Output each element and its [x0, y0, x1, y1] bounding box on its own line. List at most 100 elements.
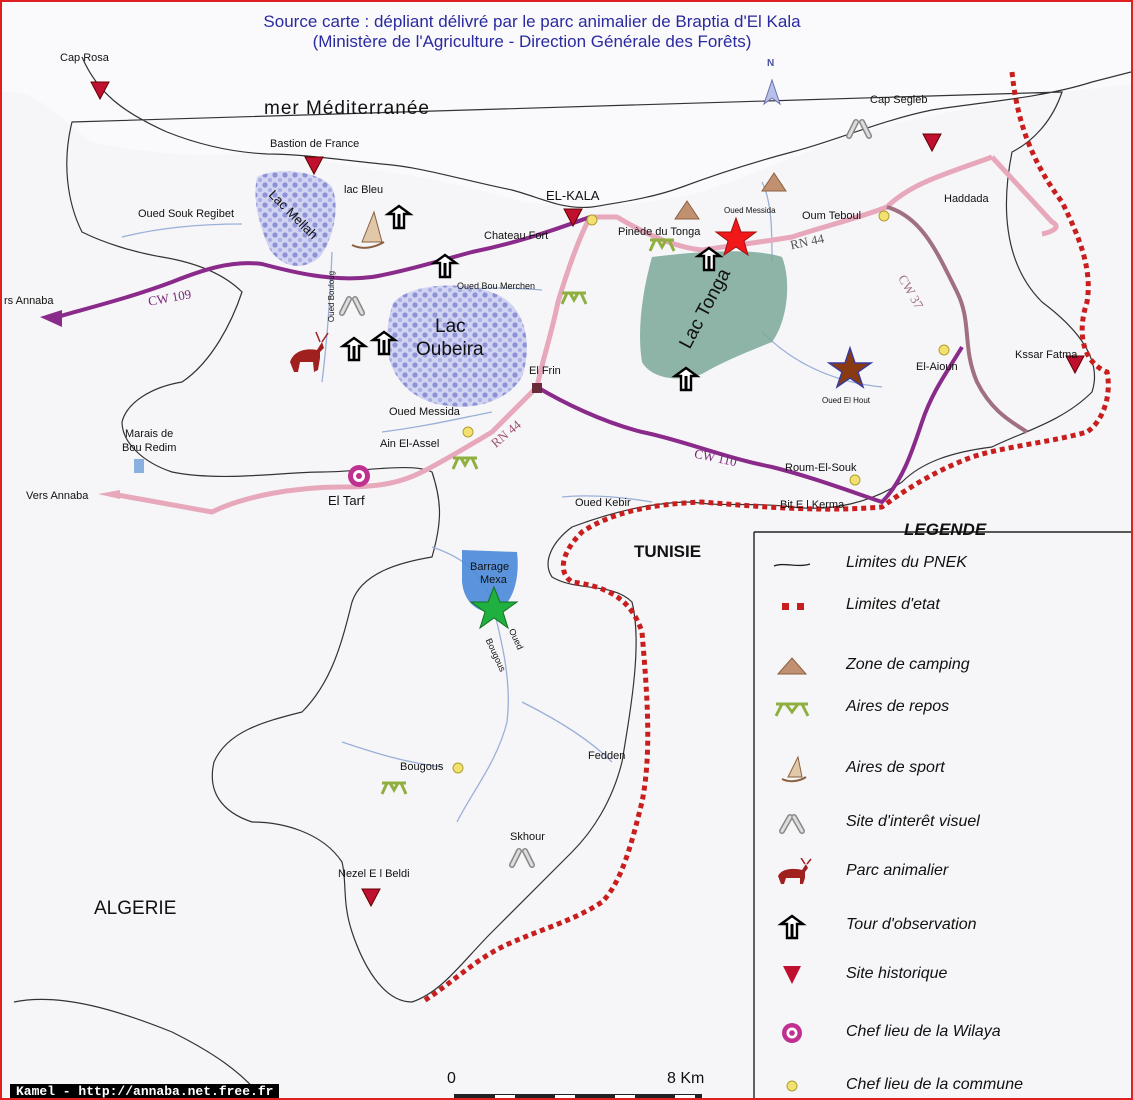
legend-item-park-boundary: Limites du PNEK — [754, 548, 1131, 580]
road-cw37 — [886, 205, 1029, 434]
label-vers-annaba-north: rs Annaba — [4, 295, 54, 307]
label-oued-bouloug: Oued Bouloug — [327, 270, 337, 323]
observation-tower-icon — [777, 914, 807, 940]
north-arrow-icon — [763, 78, 781, 106]
legend-item-visual: Site d'interêt visuel — [754, 807, 1131, 839]
label-bastion-de-france: Bastion de France — [270, 138, 360, 150]
label-nezel-el-beldi: Nezel E l Beldi — [338, 868, 410, 880]
park-boundary-line-icon — [773, 563, 811, 567]
legend-panel: LEGENDE Limites du PNEK Limites d'etat Z… — [754, 518, 1131, 1098]
scale-bar — [454, 1094, 702, 1098]
label-bit-el-kerma: Bit E l Kerma — [780, 499, 845, 511]
label-oued-kebir: Oued Kebir — [575, 497, 631, 509]
label-chateau-fort: Chateau Fort — [484, 230, 549, 242]
windsurf-sport-icon — [351, 210, 385, 249]
state-border-dashed-icon — [782, 603, 804, 610]
label-vers-annaba: Vers Annaba — [26, 490, 89, 502]
legend-item-historic: Site historique — [754, 959, 1131, 991]
legend-label: Limites du PNEK — [846, 554, 967, 571]
label-marais-line-2: Bou Redim — [122, 442, 177, 454]
label-mer-mediterranee: mer Méditerranée — [264, 98, 430, 119]
source-line-2: (Ministère de l'Agriculture - Direction … — [312, 32, 752, 51]
source-line-1: Source carte : dépliant délivré par le p… — [263, 12, 801, 31]
brown-star-marker — [826, 345, 874, 389]
label-oued-messida-south: Oued Messida — [389, 406, 460, 418]
state-border — [420, 71, 1111, 1005]
windsurf-sport-icon — [781, 755, 807, 783]
legend-item-sport: Aires de sport — [754, 753, 1131, 785]
rest-area-icon — [774, 702, 810, 717]
label-oued-bou-merchen: Oued Bou Merchen — [457, 281, 536, 291]
label-cap-segleb: Cap Segleb — [870, 94, 928, 106]
legend-title: LEGENDE — [904, 520, 987, 539]
legend-label: Zone de camping — [846, 656, 970, 673]
commune-capital-dot-icon — [786, 1080, 798, 1092]
label-tunisie: TUNISIE — [634, 542, 702, 561]
marais-shape — [134, 459, 144, 473]
label-skhour: Skhour — [510, 831, 545, 843]
legend-item-wilaya: Chef lieu de la Wilaya — [754, 1017, 1131, 1049]
label-haddada: Haddada — [944, 193, 989, 205]
label-barrage-line-1: Barrage — [470, 561, 510, 573]
deer-icon — [778, 858, 812, 884]
legend-label: Parc animalier — [846, 862, 949, 879]
legend-label: Aires de repos — [846, 698, 950, 715]
legend-label: Chef lieu de la Wilaya — [846, 1023, 1001, 1040]
scale-start: 0 — [447, 1070, 456, 1087]
legend-item-state-border: Limites d'etat — [754, 590, 1131, 622]
legend-item-rest: Aires de repos — [754, 692, 1131, 724]
binoculars-icon — [779, 814, 805, 834]
label-roum-el-souk: Roum-El-Souk — [785, 462, 857, 474]
legend-label: Limites d'etat — [846, 596, 940, 613]
label-el-kala: EL-KALA — [546, 188, 600, 203]
legend-item-commune: Chef lieu de la commune — [754, 1070, 1131, 1098]
label-marais-line-1: Marais de — [125, 428, 174, 440]
road-rn44 — [111, 154, 1059, 515]
legend-item-camping: Zone de camping — [754, 650, 1131, 682]
camping-tent-icon — [776, 657, 808, 675]
historic-site-triangle-icon — [783, 966, 801, 984]
lac-mellah-shape — [255, 171, 336, 266]
lac-oubeira-shape — [387, 285, 527, 407]
label-barrage-line-2: Mexa — [480, 574, 507, 586]
legend-item-tower: Tour d'observation — [754, 910, 1131, 942]
label-el-tarf: El Tarf — [328, 493, 365, 508]
red-star-marker — [714, 216, 758, 257]
barrage-mexa-shape — [462, 550, 518, 613]
scale-end: 8 Km — [667, 1070, 705, 1087]
legend-item-animal-park: Parc animalier — [754, 856, 1131, 888]
label-pinede-du-tonga: Pinède du Tonga — [618, 226, 701, 238]
label-ain-el-assel: Ain El-Assel — [380, 438, 440, 450]
legend-label: Site historique — [846, 965, 948, 982]
label-lac-oubeira-1: Lac — [435, 316, 466, 337]
legend-label: Tour d'observation — [846, 916, 977, 933]
legend-label: Chef lieu de la commune — [846, 1076, 1023, 1093]
source-caption: Source carte : dépliant délivré par le p… — [2, 12, 1062, 52]
wilaya-capital-ring-icon — [782, 1023, 802, 1043]
green-star-marker — [469, 585, 519, 630]
label-algerie: ALGERIE — [94, 898, 177, 919]
label-el-aioun: El-Aioun — [916, 361, 958, 373]
lac-tonga-shape — [640, 251, 788, 379]
legend-label: Aires de sport — [846, 759, 945, 776]
park-boundary — [66, 56, 1131, 1003]
road-cw — [56, 215, 964, 504]
label-lac-bleu: lac Bleu — [344, 184, 384, 196]
label-oum-teboul: Oum Teboul — [802, 210, 862, 222]
label-lac-oubeira-2: Oubeira — [416, 339, 484, 360]
label-bougous: Bougous — [400, 761, 444, 773]
label-north: N — [767, 58, 775, 69]
label-oued-el-hout: Oued El Hout — [822, 396, 871, 405]
label-el-frin: El Frin — [529, 365, 561, 377]
deer-icon — [290, 331, 329, 372]
label-cap-rosa: Cap Rosa — [60, 52, 109, 64]
rivers — [121, 181, 883, 823]
legend-label: Site d'interêt visuel — [846, 813, 980, 830]
label-oued-messida-north: Oued Messida — [724, 206, 776, 215]
label-fedden: Fedden — [588, 750, 626, 762]
label-oued-souk-regibet: Oued Souk Regibet — [138, 208, 235, 220]
wilaya-capital-ring-icon — [348, 465, 370, 487]
watermark-credit: Kamel - http://annaba.net.free.fr — [10, 1084, 280, 1098]
